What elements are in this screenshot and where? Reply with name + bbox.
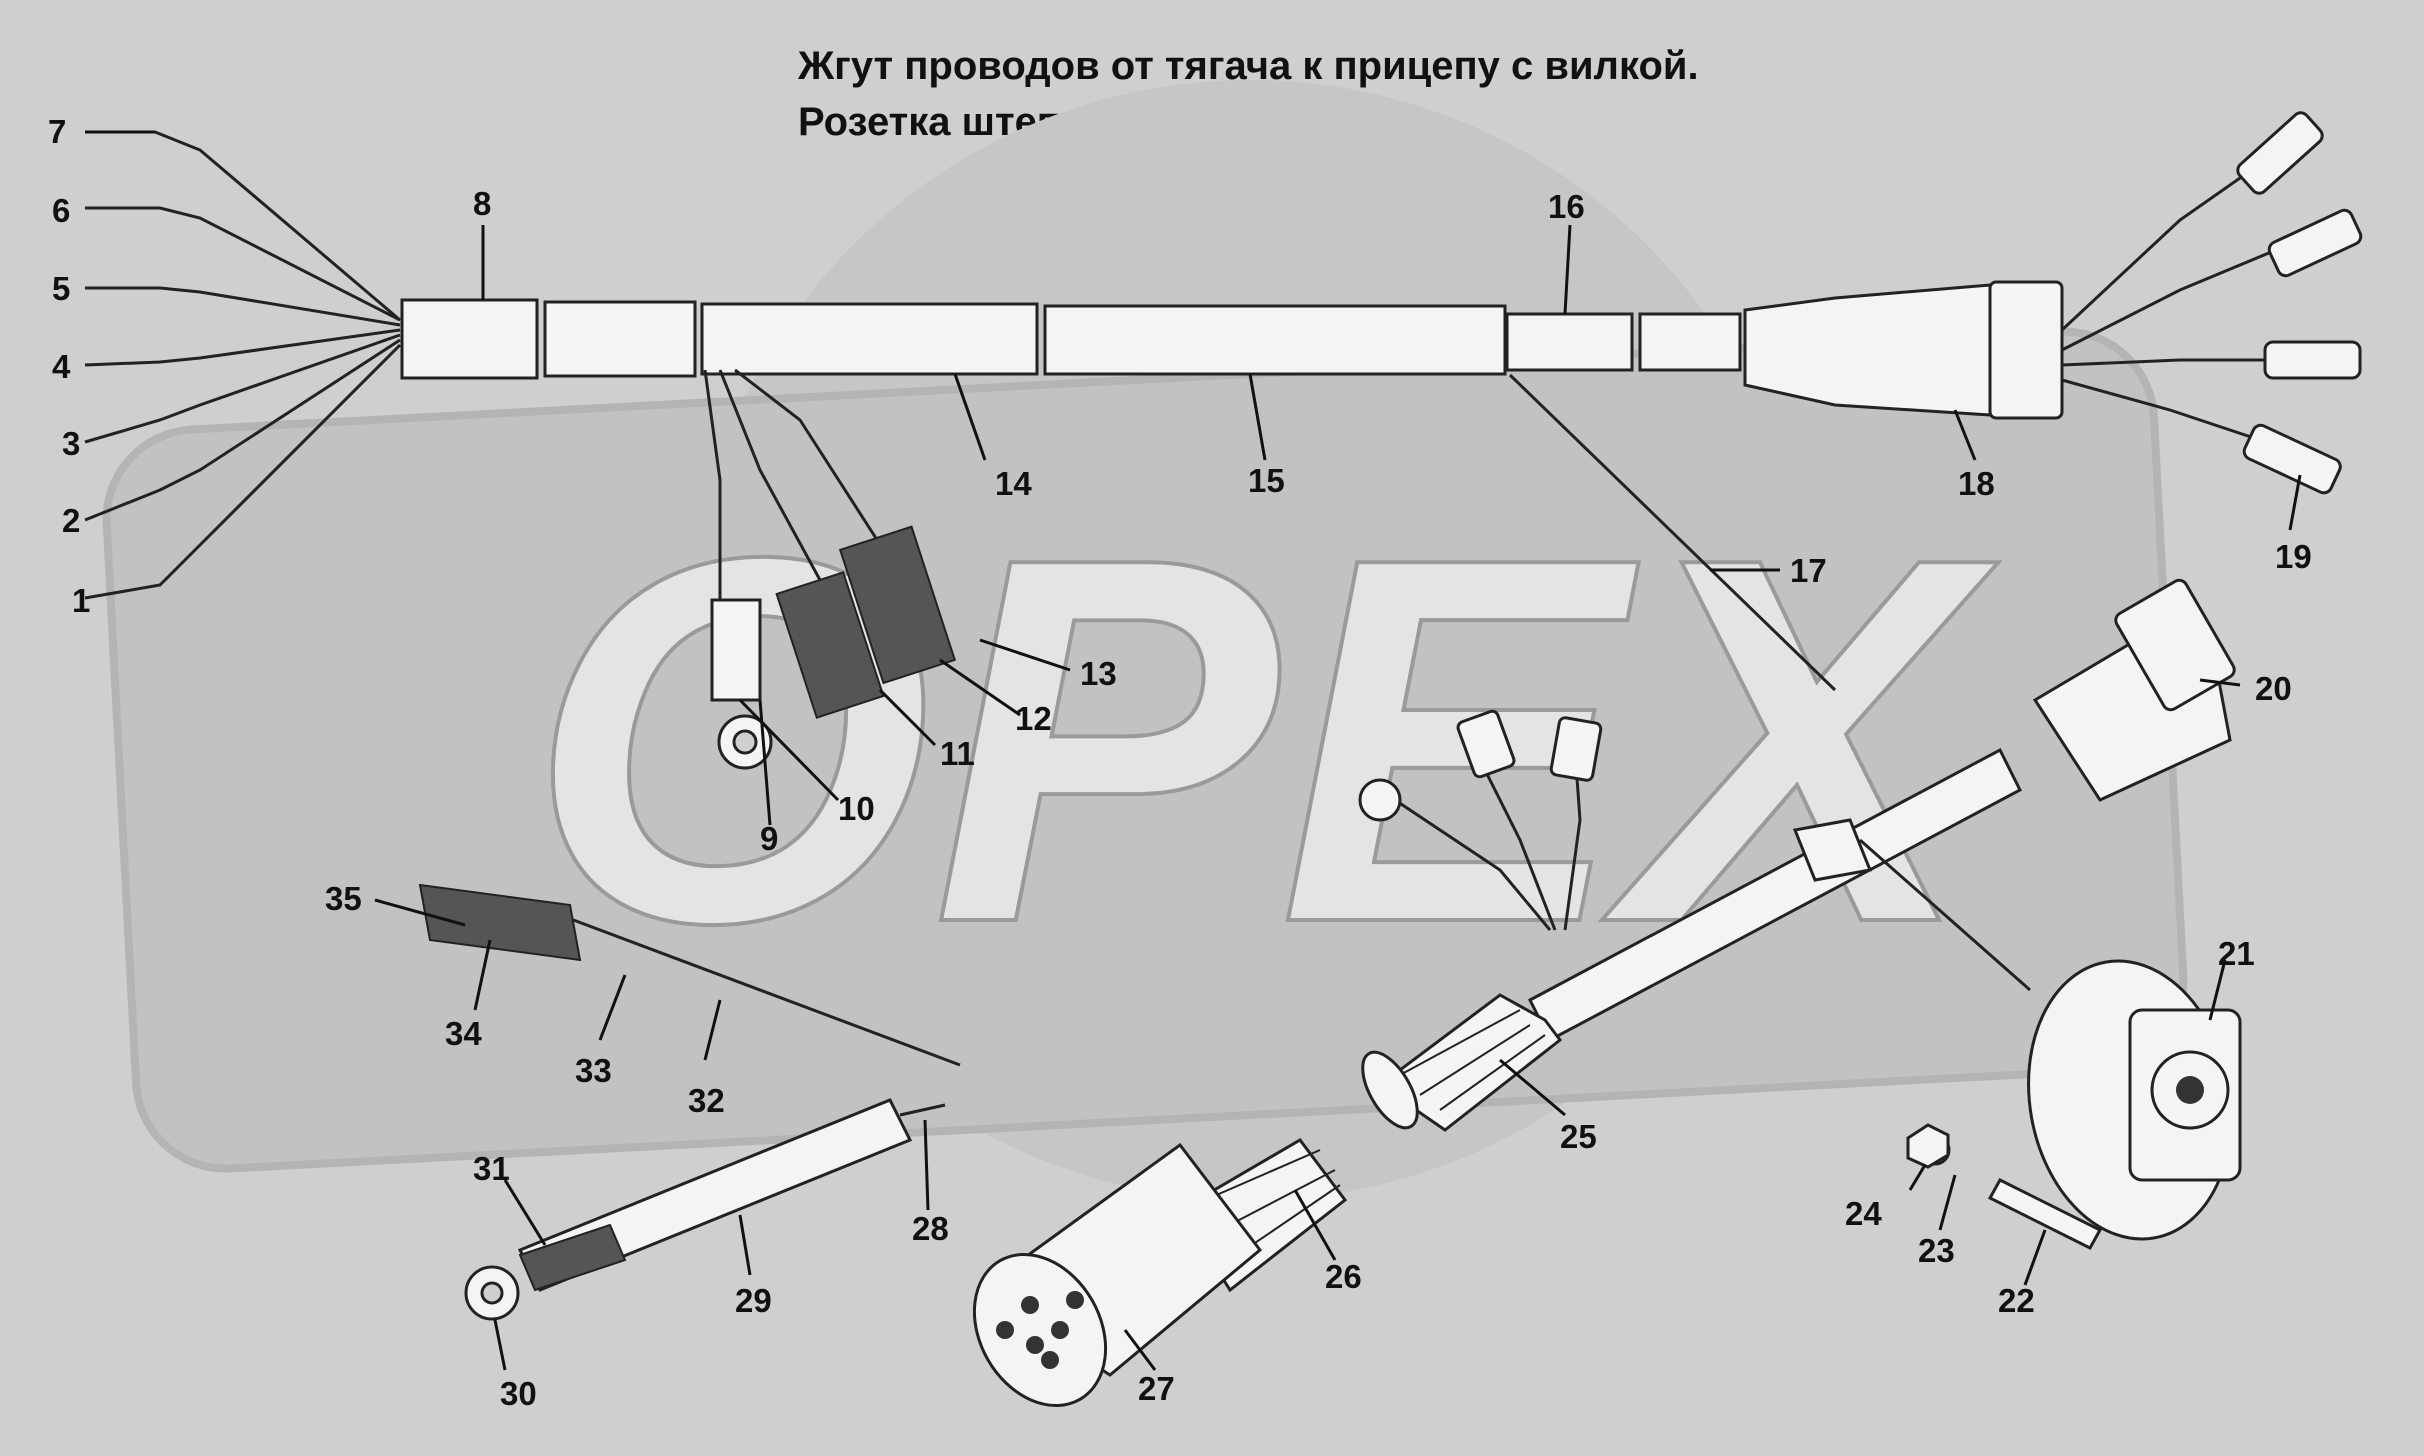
connector-12 xyxy=(838,525,957,685)
tube-section-b xyxy=(1638,312,1742,372)
callout-3: 3 xyxy=(62,425,80,462)
callout-labels: 1 2 3 4 5 6 7 8 9 10 11 12 13 14 15 16 1… xyxy=(48,113,2312,1412)
callout-28: 28 xyxy=(912,1210,949,1247)
callout-18: 18 xyxy=(1958,465,1995,502)
callout-35: 35 xyxy=(325,880,362,917)
callout-16: 16 xyxy=(1548,188,1585,225)
housing-cap-18 xyxy=(1988,280,2064,420)
callout-1: 1 xyxy=(72,582,90,619)
callout-2: 2 xyxy=(62,502,80,539)
callout-13: 13 xyxy=(1080,655,1117,692)
callout-31: 31 xyxy=(473,1150,510,1187)
callout-10: 10 xyxy=(838,790,875,827)
sleeve-16 xyxy=(1505,312,1634,372)
wire-assembly-28-31 xyxy=(464,1098,946,1321)
wire-17 xyxy=(1508,373,1837,692)
callout-14: 14 xyxy=(995,465,1032,502)
callout-27: 27 xyxy=(1138,1370,1175,1407)
bellows-25 xyxy=(1361,993,1563,1132)
terminal-9-ring xyxy=(710,598,773,770)
callout-8: 8 xyxy=(473,185,491,222)
callout-5: 5 xyxy=(52,270,70,307)
callout-30: 30 xyxy=(500,1375,537,1412)
callout-32: 32 xyxy=(688,1082,725,1119)
callout-19: 19 xyxy=(2275,538,2312,575)
fasteners-22-24 xyxy=(1906,1123,2103,1250)
callout-21: 21 xyxy=(2218,935,2255,972)
callout-20: 20 xyxy=(2255,670,2292,707)
connector-11 xyxy=(775,571,885,719)
callout-12: 12 xyxy=(1015,700,1052,737)
callout-23: 23 xyxy=(1918,1232,1955,1269)
watermark: OPEX xyxy=(102,80,2188,1200)
callout-4: 4 xyxy=(52,348,71,385)
upper-harness xyxy=(84,111,2363,770)
callout-11: 11 xyxy=(940,735,975,772)
socket-21 xyxy=(2027,959,2242,1241)
tube-section-a xyxy=(543,300,697,378)
plug-26-27 xyxy=(972,1138,1348,1407)
watermark-text: OPEX xyxy=(528,450,2000,1031)
callout-7: 7 xyxy=(48,113,66,150)
tube-14 xyxy=(700,302,1039,376)
leader-lines xyxy=(85,130,2302,1371)
callout-33: 33 xyxy=(575,1052,612,1089)
sleeve-8 xyxy=(400,298,539,380)
terminal-group-19 xyxy=(2060,111,2363,495)
callout-34: 34 xyxy=(445,1015,482,1052)
callout-22: 22 xyxy=(1998,1282,2035,1319)
callout-15: 15 xyxy=(1248,462,1285,499)
tube-15 xyxy=(1043,304,1507,376)
callout-6: 6 xyxy=(52,192,70,229)
plug-harness xyxy=(972,578,2236,1407)
callout-24: 24 xyxy=(1845,1195,1882,1232)
callout-29: 29 xyxy=(735,1282,772,1319)
callout-17: 17 xyxy=(1790,552,1827,589)
callout-9: 9 xyxy=(760,820,778,857)
wire-assembly-32-35 xyxy=(418,883,961,1067)
callout-25: 25 xyxy=(1560,1118,1597,1155)
callout-26: 26 xyxy=(1325,1258,1362,1295)
wire-fan-left xyxy=(84,130,402,600)
